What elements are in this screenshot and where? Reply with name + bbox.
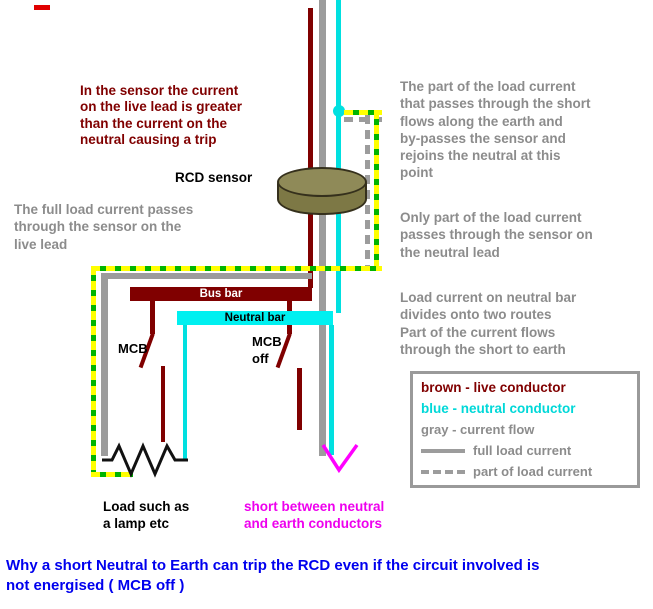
full-current-flow-horizontal-segment	[101, 273, 312, 279]
earth-conductor-horizontal-segment	[91, 266, 382, 271]
legend-box: brown - live conductor blue - neutral co…	[410, 371, 640, 488]
earth-conductor-rejoin-segment	[344, 110, 382, 115]
annotation-trip: In the sensor the current on the live le…	[80, 83, 243, 148]
legend-full-load-current: full load current	[421, 443, 629, 458]
neutral-to-load-line	[183, 325, 187, 460]
rcd-sensor-top	[277, 167, 367, 197]
live-conductor-line	[308, 8, 313, 288]
load-label: Load such as a lamp etc	[103, 499, 190, 532]
legend-brown-live-label: brown - live conductor	[421, 380, 566, 395]
annotation-divide: Load current on neutral bar divides onto…	[400, 290, 577, 357]
short-circuit-mark	[321, 443, 359, 473]
legend-blue-neutral: blue - neutral conductor	[421, 401, 629, 416]
bus-bar: Bus bar	[130, 287, 312, 301]
part-current-flow-rejoin-segment	[344, 117, 382, 122]
annotation-bypass: The part of the load current that passes…	[400, 79, 591, 181]
mcb-upper-stub	[150, 301, 155, 334]
legend-blue-neutral-label: blue - neutral conductor	[421, 401, 576, 416]
current-flow-main-line	[319, 0, 326, 456]
part-current-flow-right-segment	[365, 115, 370, 268]
mcb-lower-stub	[161, 366, 165, 442]
mcb-off-label: MCB off	[252, 334, 282, 366]
legend-full-load-current-label: full load current	[473, 443, 572, 458]
full-current-flow-left-segment	[101, 273, 108, 456]
load-resistor-symbol	[102, 442, 188, 478]
annotation-part-load: Only part of the load current passes thr…	[400, 210, 593, 260]
neutral-conductor-line	[336, 0, 341, 313]
legend-part-load-current-label: part of load current	[473, 464, 593, 479]
legend-gray-flow-label: gray - current flow	[421, 422, 535, 437]
legend-brown-live: brown - live conductor	[421, 380, 629, 395]
earth-conductor-right-segment	[374, 110, 379, 270]
legend-gray-flow: gray - current flow	[421, 422, 629, 437]
earth-conductor-left-segment	[91, 266, 96, 477]
mcb-label: MCB	[118, 341, 148, 356]
stray-mark	[34, 5, 50, 10]
dashed-line-sample	[421, 469, 465, 474]
earth-conductor-bottom-segment	[91, 472, 133, 477]
legend-part-load-current: part of load current	[421, 464, 629, 479]
rejoin-point-dot	[333, 105, 345, 117]
diagram-title: Why a short Neutral to Earth can trip th…	[6, 557, 540, 595]
bus-bar-label: Bus bar	[199, 288, 243, 300]
neutral-bar: Neutral bar	[177, 311, 333, 325]
neutral-bar-label: Neutral bar	[224, 312, 286, 324]
neutral-to-short-line	[329, 325, 334, 455]
annotation-full-load: The full load current passes through the…	[14, 202, 194, 252]
rcd-sensor-label: RCD sensor	[175, 170, 253, 185]
short-label: short between neutral and earth conducto…	[244, 499, 385, 532]
solid-line-sample	[421, 448, 465, 453]
mcb-off-lower-stub	[297, 368, 302, 430]
